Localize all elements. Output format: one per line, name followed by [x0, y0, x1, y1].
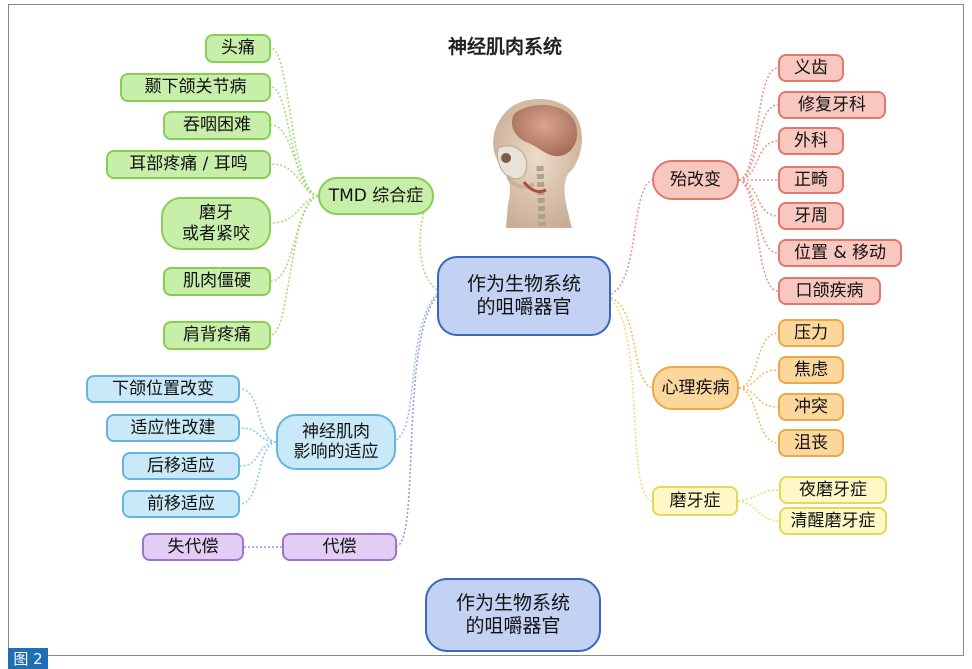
connector-adapt-2	[239, 427, 277, 443]
adapt-item-remodeling[interactable]: 适应性改建	[106, 414, 240, 442]
tmd-item-dysphagia[interactable]: 吞咽困难	[163, 111, 271, 140]
connector-center-psych	[610, 297, 653, 389]
connector-psych-4	[738, 387, 779, 444]
adapt-item-mandible-position[interactable]: 下颌位置改变	[86, 375, 240, 403]
connector-occ-2	[738, 104, 779, 181]
tmd-item-bruxism-clenching[interactable]: 磨牙 或者紧咬	[161, 197, 271, 250]
connector-psych-3	[738, 387, 779, 408]
psych-item-stress[interactable]: 压力	[778, 319, 844, 347]
adapt-node[interactable]: 神经肌肉 影响的适应	[276, 414, 396, 470]
connector-center-compensation	[396, 295, 438, 547]
head-skull-illustration	[493, 98, 582, 228]
connector-psych-1	[738, 332, 779, 389]
connector-tmd-1	[270, 47, 319, 197]
adapt-item-posterior[interactable]: 后移适应	[122, 452, 240, 480]
connector-center-adapt	[395, 293, 438, 441]
bruxism-item-awake[interactable]: 清醒磨牙症	[779, 507, 887, 535]
bruxism-node[interactable]: 磨牙症	[652, 486, 738, 516]
psych-node[interactable]: 心理疾病	[652, 366, 739, 410]
connector-occ-3	[738, 140, 779, 181]
occlusal-node[interactable]: 殆改变	[652, 160, 739, 200]
figure-frame	[8, 4, 964, 656]
compensation-node[interactable]: 代偿	[282, 533, 397, 561]
figure-label: 图 2	[8, 648, 48, 669]
psych-item-anxiety[interactable]: 焦虑	[778, 356, 844, 384]
tmd-item-headache[interactable]: 头痛	[205, 34, 271, 63]
connector-tmd-7	[270, 195, 319, 336]
connector-tmd-2	[270, 86, 319, 197]
tmd-node[interactable]: TMD 综合症	[318, 177, 434, 215]
connector-tmd-3	[270, 124, 319, 197]
connector-tmd-6	[270, 195, 319, 282]
occlusal-item-orthodontics[interactable]: 正畸	[778, 166, 844, 194]
connector-adapt-4	[239, 441, 277, 505]
connector-center-occlusal	[610, 179, 653, 295]
bottom-center-node[interactable]: 作为生物系统 的咀嚼器官	[425, 578, 601, 652]
psych-item-depression[interactable]: 沮丧	[778, 429, 844, 457]
tmd-item-shoulder-back-pain[interactable]: 肩背疼痛	[163, 321, 271, 350]
tmd-item-muscle-stiffness[interactable]: 肌肉僵硬	[163, 267, 271, 296]
occlusal-item-position-movement[interactable]: 位置 & 移动	[778, 239, 902, 267]
connector-brux-2	[737, 500, 780, 522]
occlusal-item-periodontics[interactable]: 牙周	[778, 202, 844, 230]
compensation-item-decompensation[interactable]: 失代偿	[142, 533, 244, 561]
occlusal-item-surgery[interactable]: 外科	[778, 127, 844, 155]
connector-adapt-3	[239, 441, 277, 467]
diagram-title: 神经肌肉系统	[447, 36, 562, 58]
connector-occ-5	[738, 179, 779, 217]
connector-occ-1	[738, 67, 779, 181]
occlusal-item-oral-disease[interactable]: 口颌疾病	[778, 277, 881, 305]
bruxism-item-nocturnal[interactable]: 夜磨牙症	[779, 476, 887, 504]
connector-brux-1	[737, 489, 780, 502]
connector-center-bruxism	[610, 299, 653, 502]
occlusal-item-denture[interactable]: 义齿	[778, 54, 844, 82]
connector-occ-6	[738, 179, 779, 254]
connector-psych-2	[738, 369, 779, 389]
adapt-item-anterior[interactable]: 前移适应	[122, 490, 240, 518]
connector-tmd-4	[270, 163, 319, 197]
psych-item-conflict[interactable]: 冲突	[778, 393, 844, 421]
tmd-item-tmj-disorder[interactable]: 颞下颌关节病	[120, 73, 271, 102]
tmd-item-ear-pain[interactable]: 耳部疼痛 / 耳鸣	[106, 150, 271, 179]
occlusal-item-prosthodontics[interactable]: 修复牙科	[778, 91, 886, 119]
center-node[interactable]: 作为生物系统 的咀嚼器官	[437, 256, 611, 336]
connector-occ-7	[738, 179, 779, 292]
